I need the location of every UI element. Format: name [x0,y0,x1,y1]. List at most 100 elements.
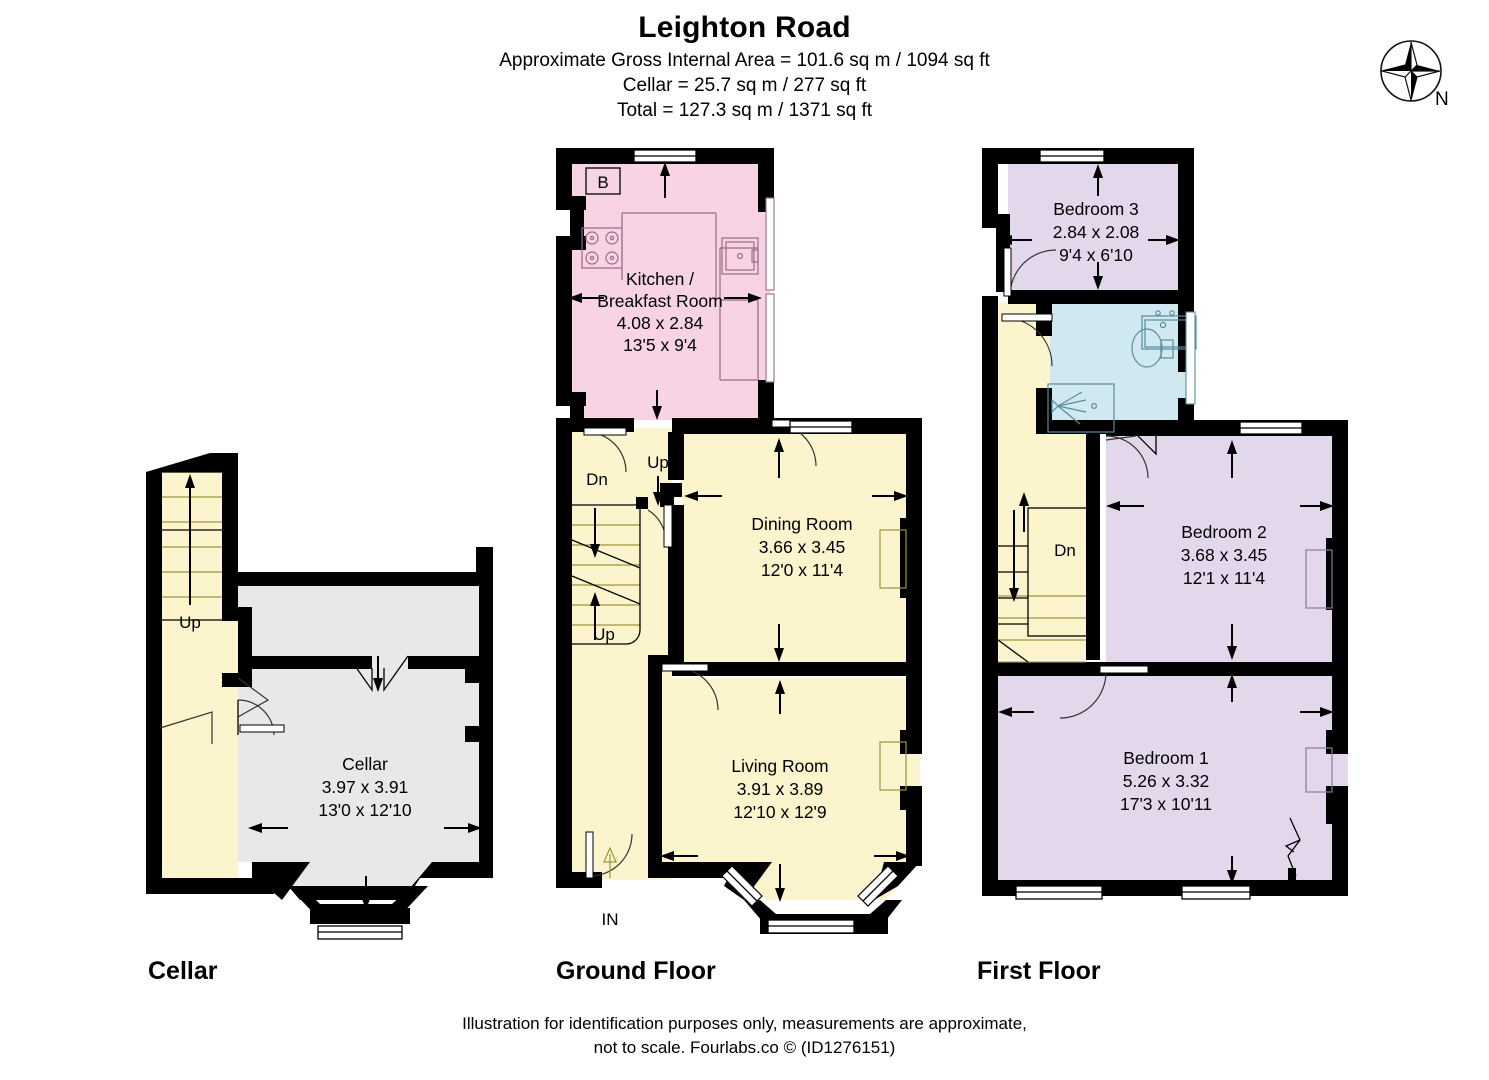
cellar-stair-up-arrow [185,474,195,605]
first-stair-dn-arrow [1009,510,1019,602]
living-dim-left [660,851,698,861]
kitchen-dim-left [568,293,604,303]
area-line-gross: Approximate Gross Internal Area = 101.6 … [499,50,990,71]
kitchen-dim-bottom [652,390,662,420]
floor-caption-cellar: Cellar [148,957,218,985]
first-floor-plan: Bedroom 3 2.84 x 2.08 9'4 x 6'10 [982,148,1348,900]
ground-up-top-arrow [653,476,663,506]
compass-rose-icon: N [1378,38,1449,118]
cellar-door-2 [159,711,213,744]
cellar-dim-left [248,823,288,833]
cellar-dim-arrow-top [373,656,383,692]
hob-burners [585,231,619,265]
entrance-in-label: IN [602,910,619,929]
bed3-dim-left [998,235,1032,245]
bed1-metric: 5.26 x 3.32 [1123,771,1210,791]
ground-floor-plan: B [556,148,922,934]
dining-dim-top [774,438,784,478]
cellar-stair-outline [162,471,222,621]
bathroom-window [1185,311,1196,405]
ground-stair-treads [572,524,640,626]
bed1-dim-bottom [1227,856,1237,884]
living-dim-top [775,680,785,714]
bed2-dim-bottom [1227,624,1237,660]
dining-dim-bottom [774,624,784,662]
bed1-dim-left [998,707,1034,717]
bed2-name: Bedroom 2 [1181,522,1267,542]
bed3-metric: 2.84 x 2.08 [1053,222,1140,242]
bed3-dim-bottom [1093,262,1103,290]
area-line-cellar: Cellar = 25.7 sq m / 277 sq ft [622,75,867,96]
living-dim-right [874,851,910,861]
living-room-name: Living Room [731,756,828,776]
boiler-box [585,167,621,195]
boiler-label: B [597,173,608,192]
kitchen-imperial: 13'5 x 9'4 [623,335,697,355]
disclaimer-line-1: Illustration for identification purposes… [462,1014,1027,1033]
dining-room-name: Dining Room [751,514,852,534]
bed2-metric: 3.68 x 3.45 [1181,545,1268,565]
bed2-dim-top [1227,440,1237,478]
cellar-stair-treads [162,496,222,598]
compass-north-label: N [1435,89,1449,110]
bed2-wall-top [1106,420,1236,436]
dining-room-imperial: 12'0 x 11'4 [761,560,844,580]
bed3-name: Bedroom 3 [1053,199,1139,219]
cellar-floor-plan: Up Cellar 3.97 x 3.91 13'0 x 12'10 [146,453,493,940]
floor-caption-first: First Floor [977,957,1101,985]
bed2-imperial: 12'1 x 11'4 [1183,568,1266,588]
ground-dn-label: Dn [586,470,608,489]
shower-icon [1047,383,1115,433]
cellar-dim-right [444,823,482,833]
bed2-dim-left [1106,501,1144,511]
bed1-fireplace [1305,747,1333,793]
living-room-metric: 3.91 x 3.89 [737,779,824,799]
living-dim-bottom [775,864,785,902]
cellar-dim-bottom [361,876,371,910]
ground-wall-hall-left [556,418,572,886]
kitchen-dim-top [660,162,670,198]
living-fireplace [879,741,907,791]
bed1-dim-top [1227,674,1237,702]
area-line-total: Total = 127.3 sq m / 1371 sq ft [616,100,873,121]
ground-stair-dn-arrow [590,508,600,558]
bed3-imperial: 9'4 x 6'10 [1059,245,1133,265]
first-dn-label: Dn [1054,541,1076,560]
dining-room-metric: 3.66 x 3.45 [759,537,846,557]
floor-caption-ground: Ground Floor [556,957,716,985]
ground-stair-up-arrow [590,592,600,640]
hob-icon [581,227,623,269]
toilet-icon [1131,328,1163,368]
sink-icon [736,252,744,260]
bed3-dim-right [1148,235,1180,245]
first-landing-up-arrow [1019,492,1029,532]
entrance-arrow [603,846,617,878]
kitchen-label-line1: Kitchen / [626,269,694,289]
bed1-name: Bedroom 1 [1123,748,1209,768]
dining-fireplace [879,529,907,589]
disclaimer-line-2: not to scale. Fourlabs.co © (ID1276151) [593,1038,896,1057]
cellar-door-1 [237,677,270,718]
dining-dim-left [684,491,722,501]
entrance-door-arc [589,833,633,877]
basin-icon [1141,315,1197,350]
kitchen-label-line2: Breakfast Room [597,291,722,311]
dining-dim-right [872,491,908,501]
kitchen-dim-right [724,293,762,303]
bed2-door-arc [1105,435,1149,479]
ground-up-bottom-label: Up [593,625,615,644]
living-bay-windows [721,865,899,934]
bathroom-fixtures [1047,310,1197,433]
plan-header: Leighton Road Approximate Gross Internal… [0,8,1489,123]
ground-up-top-label: Up [647,453,669,472]
bed2-fireplace [1305,549,1333,609]
page-title: Leighton Road [638,11,851,44]
bed1-dim-right [1300,707,1334,717]
cellar-up-label: Up [179,613,201,632]
bed2-dim-right [1300,501,1334,511]
bed1-imperial: 17'3 x 10'11 [1120,794,1212,814]
kitchen-metric: 4.08 x 2.84 [617,313,704,333]
bed3-dim-top [1093,164,1103,196]
